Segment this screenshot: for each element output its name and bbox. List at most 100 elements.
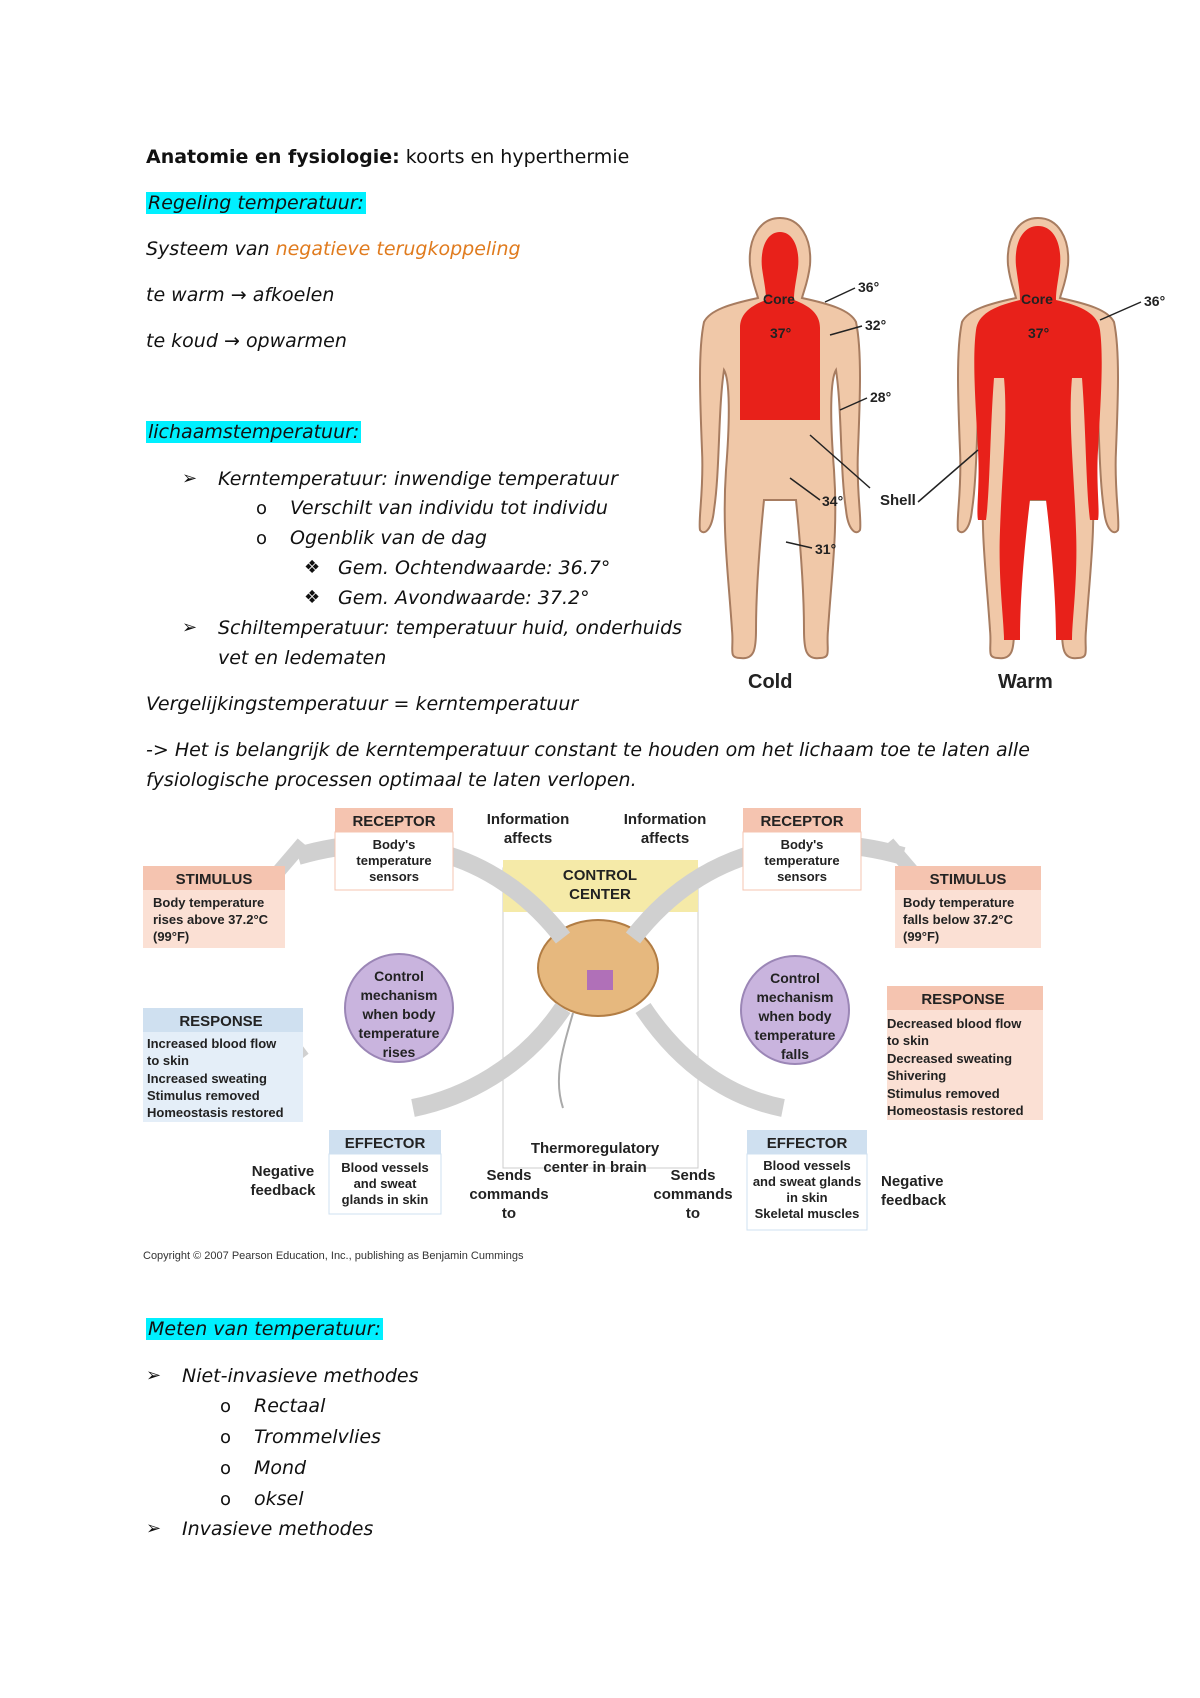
- figure-text: (99°F): [903, 929, 939, 944]
- figure-text: Homeostasis restored: [147, 1105, 284, 1120]
- figure-text: and sweat glands: [753, 1174, 861, 1189]
- figure-text: commands: [469, 1186, 548, 1203]
- label-36-warm: 36°: [1144, 293, 1165, 309]
- system-line: Systeem van negatieve terugkoppeling: [146, 238, 521, 260]
- figure-text: to: [502, 1205, 516, 1222]
- receptor-left-header: [335, 808, 453, 832]
- neg-feedback-left-2: feedback: [250, 1182, 316, 1199]
- receptor-left-box: [334, 831, 454, 891]
- effector-right-header: [747, 1130, 867, 1154]
- effector-right-title: EFFECTOR: [767, 1135, 848, 1152]
- title-rest: koorts en hyperthermie: [399, 146, 630, 168]
- figure-text: temperature: [764, 853, 839, 868]
- figure-text: sensors: [777, 869, 827, 884]
- core-sub2: Ogenblik van de dag: [290, 527, 487, 549]
- figure-text: Decreased sweating: [887, 1051, 1012, 1066]
- figure-text: Skeletal muscles: [755, 1206, 860, 1221]
- effector-left-title: EFFECTOR: [345, 1135, 426, 1152]
- figure-text: Homeostasis restored: [887, 1103, 1024, 1118]
- diamond-bullet-icon: ❖: [304, 587, 321, 608]
- cold-label: Cold: [748, 671, 792, 693]
- figure-text: rises: [383, 1044, 416, 1060]
- info-affects-right-1: Information: [624, 811, 707, 828]
- cold-line: te koud → opwarmen: [146, 330, 347, 352]
- figure-text: Control: [374, 968, 424, 984]
- diamond-bullet-icon: ❖: [304, 557, 321, 578]
- arrow-cc-to-effector-right: [635, 1003, 785, 1117]
- figure-text: rises above 37.2°C: [153, 912, 269, 927]
- figure-shape: [809, 434, 871, 489]
- method-rectaal: Rectaal: [254, 1395, 326, 1417]
- cold-body-core: [740, 232, 820, 420]
- figure-text: Blood vessels: [341, 1160, 428, 1175]
- figure-text: temperature: [359, 1025, 440, 1041]
- figure-text: (99°F): [153, 929, 189, 944]
- warm-core-temp: 37°: [1028, 325, 1049, 341]
- figure-shape: [1099, 301, 1142, 321]
- cold-core-label: Core: [763, 291, 795, 307]
- thermoregulatory-center-marker: [587, 970, 613, 990]
- figure-text: Body temperature: [903, 895, 1014, 910]
- figure-shape: [917, 449, 979, 503]
- figure-text: falls below 37.2°C: [903, 912, 1014, 927]
- figure-text: mechanism: [360, 987, 437, 1003]
- brain-icon: [537, 919, 659, 1017]
- method-oksel: oksel: [254, 1488, 304, 1510]
- effector-right-box: [746, 1153, 868, 1231]
- response-right-title: RESPONSE: [921, 991, 1004, 1008]
- shell-item-2: vet en ledematen: [218, 647, 387, 669]
- heading-regeling: Regeling temperatuur:: [146, 192, 366, 214]
- page-title: Anatomie en fysiologie: koorts en hypert…: [146, 146, 629, 168]
- warm-core-label: Core: [1021, 291, 1053, 307]
- sub-bullet-icon: o: [256, 528, 268, 549]
- figure-shape: [829, 325, 863, 336]
- response-left-header: [143, 1008, 303, 1032]
- figure-text: Body's: [373, 837, 416, 852]
- shell-item-1: Schiltemperatuur: temperatuur huid, onde…: [218, 617, 683, 639]
- arrow-right-icon: →: [223, 330, 240, 352]
- stimulus-left-header: [143, 866, 285, 890]
- neg-feedback-left-1: Negative: [252, 1163, 315, 1180]
- figure-text: mechanism: [756, 989, 833, 1005]
- figure-text: sensors: [369, 869, 419, 884]
- figure-text: temperature: [755, 1027, 836, 1043]
- sub-bullet-icon: o: [256, 498, 268, 519]
- thermo-label-2: center in brain: [543, 1159, 646, 1176]
- response-left-box: [143, 1032, 303, 1122]
- copyright-text: Copyright © 2007 Pearson Education, Inc.…: [143, 1250, 524, 1262]
- sub-bullet-icon: o: [220, 1458, 232, 1479]
- label-31: 31°: [815, 541, 836, 557]
- heading-lichaamstemperatuur: lichaamstemperatuur:: [146, 421, 362, 443]
- sub-bullet-icon: o: [220, 1489, 232, 1510]
- cold-core-temp: 37°: [770, 325, 791, 341]
- arrow-cc-to-effector-left: [411, 1002, 571, 1117]
- figure-text: Blood vessels: [763, 1158, 850, 1173]
- control-mechanism-falls-circle: [740, 955, 850, 1065]
- effector-left-box: [328, 1153, 442, 1215]
- label-34: 34°: [822, 493, 843, 509]
- response-right-box: [887, 1010, 1043, 1120]
- receptor-right-box: [742, 831, 862, 891]
- invasive-item: Invasieve methodes: [182, 1518, 374, 1540]
- figure-text: Sends: [670, 1167, 715, 1184]
- method-trommelvlies: Trommelvlies: [254, 1426, 381, 1448]
- warm-body-core: [974, 226, 1102, 640]
- control-center-label-2: CENTER: [569, 886, 631, 903]
- neg-feedback-right-1: Negative: [881, 1173, 944, 1190]
- thermo-label-1: Thermoregulatory: [531, 1140, 660, 1157]
- figure-text: and sweat: [354, 1176, 418, 1191]
- info-affects-right-2: affects: [641, 830, 689, 847]
- receptor-left-title: RECEPTOR: [352, 813, 435, 830]
- cold-body: Core 37° 36° 32° 28° 34° 31° Cold: [698, 216, 891, 693]
- core-temp-item: Kerntemperatuur: inwendige temperatuur: [218, 468, 618, 490]
- sub-bullet-icon: o: [220, 1427, 232, 1448]
- warm-body: Core 37° 36° Warm: [917, 216, 1165, 693]
- stimulus-left-title: STIMULUS: [176, 871, 253, 888]
- figure-text: commands: [653, 1186, 732, 1203]
- label-36-cold: 36°: [858, 279, 879, 295]
- figure-text: to: [686, 1205, 700, 1222]
- control-center-label-1: CONTROL: [563, 867, 637, 884]
- effector-left-header: [329, 1130, 441, 1154]
- figure-text: Stimulus removed: [887, 1086, 1000, 1101]
- bullet-arrow-icon: ➢: [146, 1365, 162, 1386]
